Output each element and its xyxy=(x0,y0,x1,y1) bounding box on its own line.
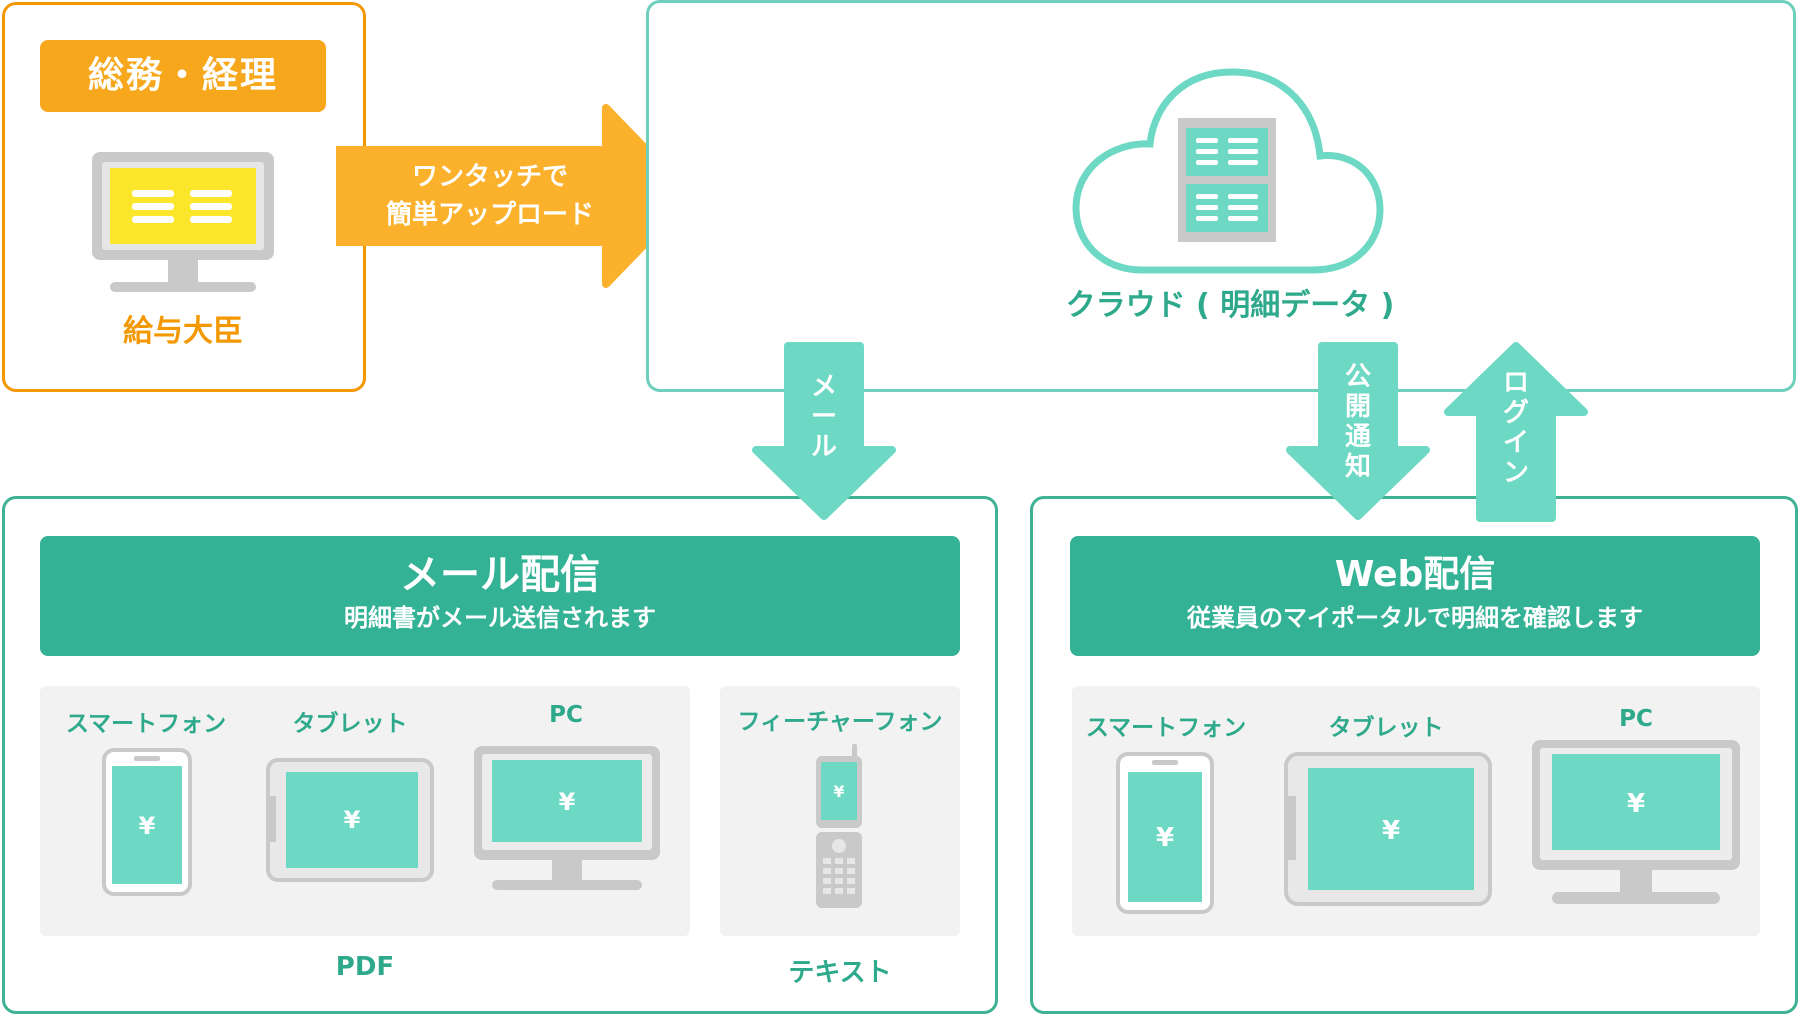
yen-symbol: ¥ xyxy=(833,782,844,801)
upload-arrow-line2: 簡単アップロード xyxy=(385,200,594,230)
yen-symbol: ¥ xyxy=(559,788,576,816)
mail-tablet-label: タブレット xyxy=(292,711,408,737)
smartphone-icon: ¥ xyxy=(102,748,192,896)
upload-arrow-line1: ワンタッチで xyxy=(411,162,568,192)
publish-notice-arrow xyxy=(1286,342,1430,520)
yen-symbol: ¥ xyxy=(1627,789,1645,819)
publish-notice-label: 公 開 通 知 xyxy=(1338,362,1378,482)
feature-phone-icon: ¥ xyxy=(816,744,862,908)
mail-arrow-label: メ ー ル xyxy=(804,372,844,462)
web-tablet-label: タブレット xyxy=(1328,715,1444,741)
mail-arrow-char: ル xyxy=(810,432,837,462)
yen-symbol: ¥ xyxy=(139,812,156,840)
mail-delivery-subtitle: 明細書がメール送信されます xyxy=(344,604,656,632)
yen-symbol: ¥ xyxy=(1382,816,1400,846)
login-char: グ xyxy=(1502,398,1529,428)
publish-notice-char: 通 xyxy=(1344,422,1371,452)
yen-symbol: ¥ xyxy=(1156,823,1174,853)
tablet-icon: ¥ xyxy=(266,758,434,882)
login-label: ロ グ イ ン xyxy=(1496,368,1536,488)
pc-monitor-icon: ¥ xyxy=(1532,740,1740,904)
app-name: 給与大臣 xyxy=(123,314,243,349)
login-char: イ xyxy=(1502,428,1529,458)
upload-arrow-label: ワンタッチで 簡単アップロード xyxy=(360,158,620,234)
web-pc-label: PC xyxy=(1619,706,1653,732)
cloud-label: クラウド ( 明細データ ) xyxy=(1065,288,1395,323)
web-delivery-subtitle: 従業員のマイポータルで明細を確認します xyxy=(1187,604,1643,632)
publish-notice-char: 公 xyxy=(1344,362,1371,392)
format-pdf-label: PDF xyxy=(335,952,395,982)
mail-delivery-header: メール配信 明細書がメール送信されます xyxy=(40,536,960,656)
mail-arrow-char: メ xyxy=(810,372,837,402)
login-up-arrow xyxy=(1444,342,1588,522)
dept-label: 総務・経理 xyxy=(40,40,326,112)
publish-notice-char: 開 xyxy=(1344,392,1371,422)
format-text-label: テキスト xyxy=(788,958,892,988)
login-char: ロ xyxy=(1502,368,1529,398)
web-delivery-title: Web配信 xyxy=(1334,554,1496,595)
publish-notice-char: 知 xyxy=(1344,452,1371,482)
mail-pc-label: PC xyxy=(549,702,583,728)
desktop-monitor-icon xyxy=(92,152,274,292)
smartphone-icon: ¥ xyxy=(1116,752,1214,914)
login-char: ン xyxy=(1502,458,1529,488)
cloud-icon xyxy=(1072,68,1384,274)
tablet-icon: ¥ xyxy=(1284,752,1492,906)
mail-feature-phone-label: フィーチャーフォン xyxy=(737,709,943,735)
yen-symbol: ¥ xyxy=(344,806,361,834)
mail-delivery-title: メール配信 xyxy=(400,552,600,598)
web-smartphone-label: スマートフォン xyxy=(1085,715,1247,741)
mail-smartphone-label: スマートフォン xyxy=(65,711,227,737)
web-delivery-header: Web配信 従業員のマイポータルで明細を確認します xyxy=(1070,536,1760,656)
mail-arrow-char: ー xyxy=(810,402,837,432)
mail-down-arrow xyxy=(752,342,896,520)
pc-monitor-icon: ¥ xyxy=(474,746,660,890)
